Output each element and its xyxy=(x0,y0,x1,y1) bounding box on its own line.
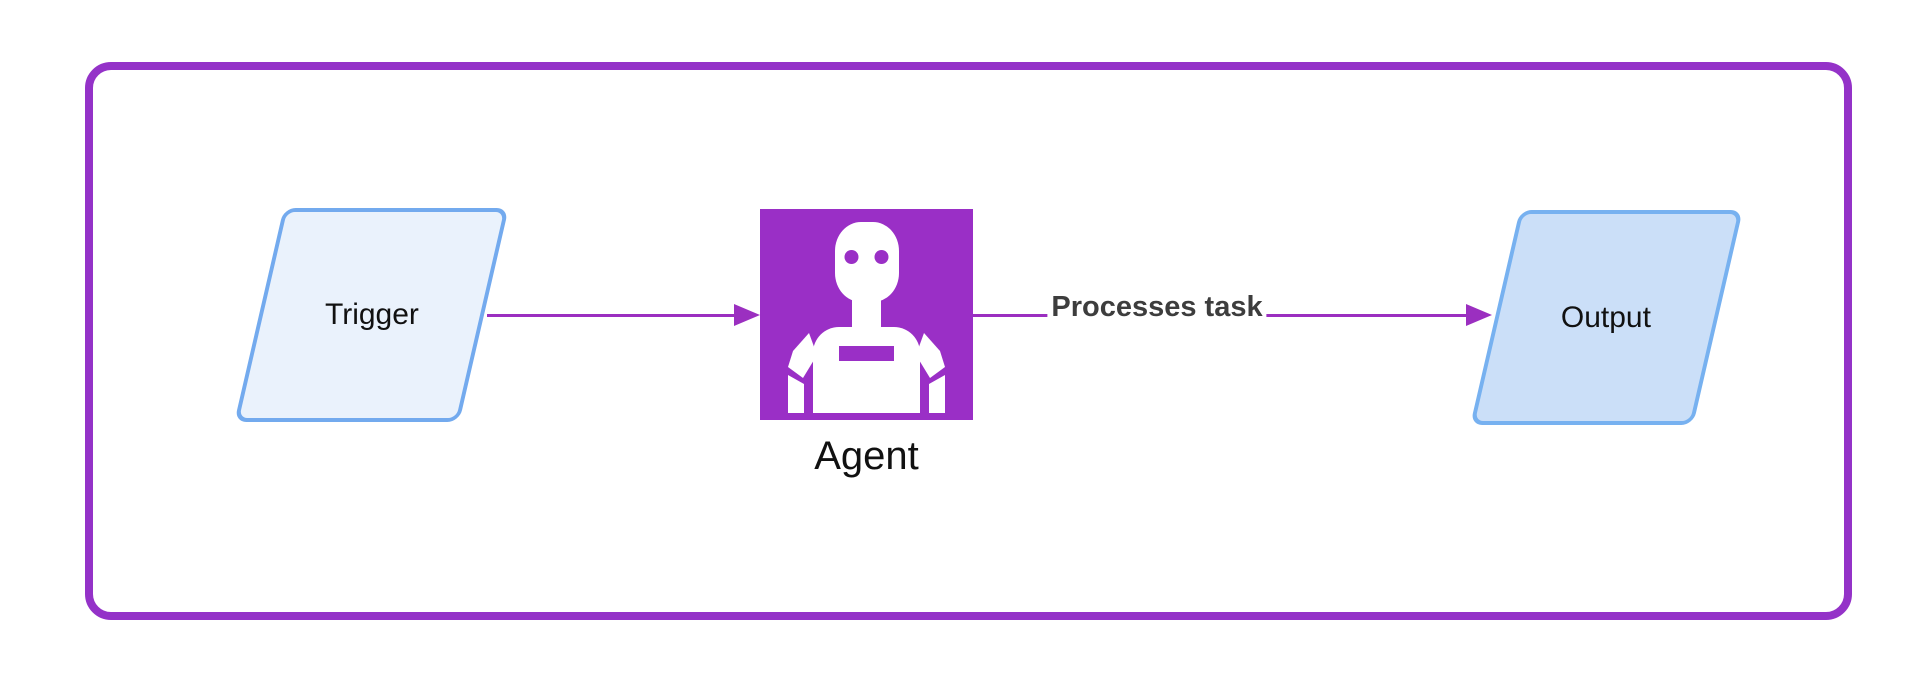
node-agent xyxy=(760,209,973,420)
diagram-frame xyxy=(85,62,1852,620)
output-label: Output xyxy=(1561,300,1652,334)
edge-trigger-to-agent xyxy=(487,314,737,317)
trigger-label: Trigger xyxy=(324,298,419,331)
arrowhead-icon xyxy=(1466,304,1492,326)
robot-icon xyxy=(788,222,945,413)
arrowhead-icon xyxy=(734,304,760,326)
edge-label-processes-task: Processes task xyxy=(1047,291,1267,324)
agent-label: Agent xyxy=(814,434,919,478)
